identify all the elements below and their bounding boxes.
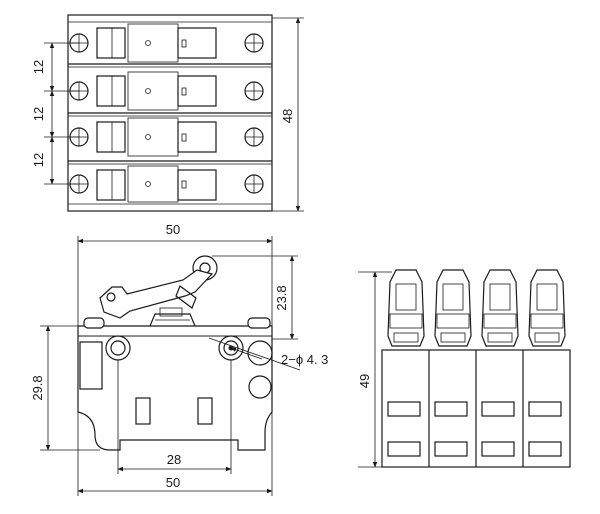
- front-width-top-label: 50: [166, 222, 180, 237]
- front-view: 50 23.8: [30, 222, 328, 496]
- side-height-label: 49: [357, 374, 372, 388]
- hole-spec-label: 2−ϕ 4. 3: [281, 352, 328, 367]
- side-view: 49: [357, 269, 571, 468]
- lever-arm: [99, 269, 214, 319]
- switch-module-3: [68, 117, 272, 165]
- pitch-label-1: 12: [31, 60, 46, 74]
- switch-module-2: [68, 71, 272, 117]
- roller-lever: [99, 255, 218, 319]
- side-module-2: [434, 269, 472, 457]
- roller-height-label: 23.8: [274, 285, 289, 310]
- switch-module-1: [68, 23, 272, 68]
- top-view: 12 12 12 48: [31, 14, 304, 212]
- pitch-label-3: 12: [31, 153, 46, 167]
- side-module-4: [528, 269, 566, 457]
- terminal-window: [197, 397, 213, 425]
- side-module-3: [481, 269, 519, 457]
- terminal-window: [135, 397, 151, 425]
- hole-spacing-label: 28: [167, 452, 181, 467]
- switch-module-4: [69, 165, 264, 203]
- front-width-bottom-label: 50: [166, 475, 180, 490]
- side-module-1: [387, 269, 425, 457]
- top-height-label: 48: [280, 109, 295, 123]
- body-height-label: 29.8: [30, 375, 45, 400]
- label-slot: [79, 341, 103, 390]
- pitch-label-2: 12: [31, 107, 46, 121]
